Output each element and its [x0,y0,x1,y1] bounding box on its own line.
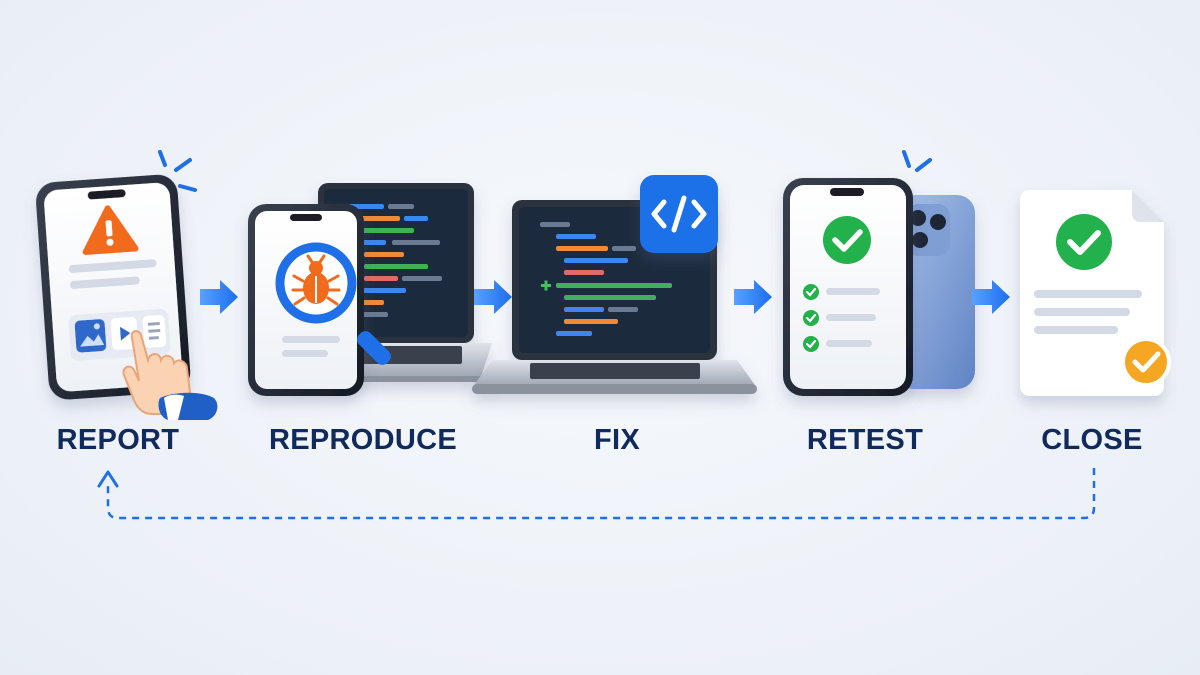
step-label-close: CLOSE [1041,424,1143,456]
phone-back [895,195,975,389]
arrow-up-icon [97,470,119,488]
code-lines [540,222,672,336]
reproduce-illustration [248,183,492,396]
phone-screen [790,185,906,389]
step-label-reproduce: REPRODUCE [269,424,457,456]
arrow-right-icon [200,280,238,314]
tapping-hand-icon [122,330,218,420]
checklist [803,284,880,352]
step-label-fix: FIX [593,424,640,456]
retest-illustration [783,150,975,396]
code-lines [348,204,442,317]
check-circle-icon [1056,214,1112,270]
check-badge-icon [1121,337,1171,387]
bug-icon [291,254,341,306]
close-illustration [1020,190,1171,396]
step-label-retest: RETEST [806,424,924,456]
fix-illustration [472,175,757,394]
report-illustration [36,150,218,420]
arrow-right-icon [474,280,512,314]
step-label-report: REPORT [56,424,180,456]
code-badge-icon [640,175,718,253]
sparkle-icon [158,150,197,192]
check-circle-icon [823,216,871,264]
arrow-right-icon [972,280,1010,314]
bug-magnifier-icon [275,242,391,365]
document-lines-icon [142,314,167,348]
video-icon [110,316,139,350]
sparkle-icon [902,150,932,172]
loop-back-arrow [97,468,1096,520]
warning-icon [82,205,139,255]
plus-icon [541,280,551,291]
image-icon [74,319,107,353]
arrow-right-icon [734,280,772,314]
